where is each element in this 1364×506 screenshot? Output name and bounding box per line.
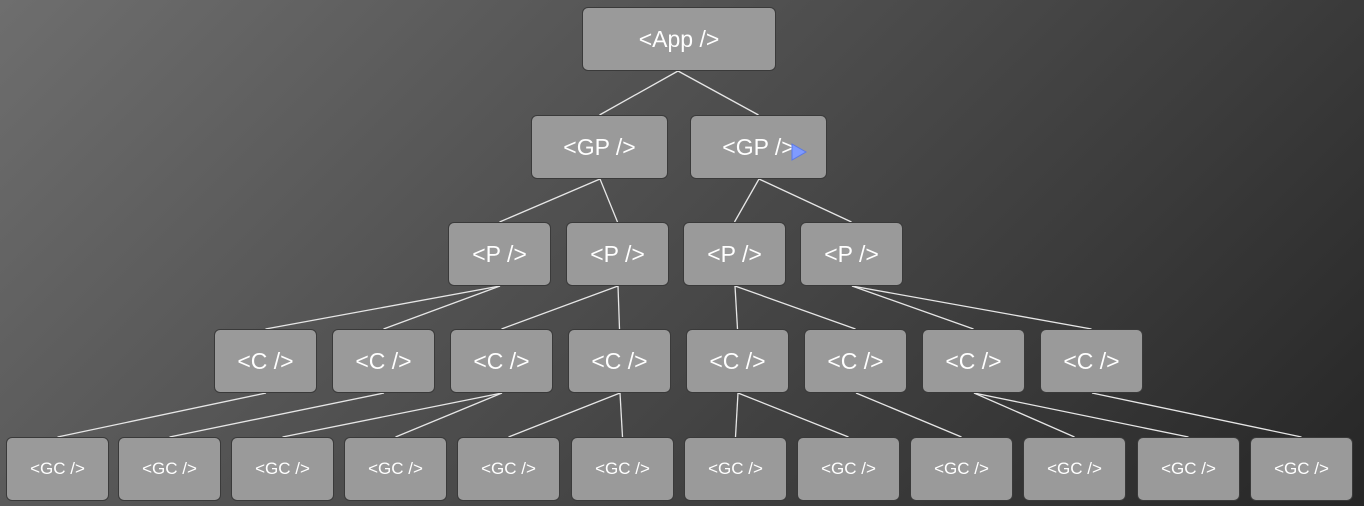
tree-edge-gp1-p2 <box>599 178 619 223</box>
tree-node-label: <C /> <box>237 347 294 374</box>
tree-node-gc8[interactable]: <GC /> <box>797 437 900 501</box>
tree-node-label: <GP /> <box>722 133 795 160</box>
tree-edge-p3-c6 <box>734 285 856 330</box>
tree-edge-p4-c7 <box>851 285 974 330</box>
tree-edge-gp1-p1 <box>499 178 601 223</box>
tree-node-c3[interactable]: <C /> <box>450 329 553 393</box>
tree-node-label: <GC /> <box>934 459 989 478</box>
tree-node-label: <GC /> <box>1047 459 1102 478</box>
tree-node-label: <GC /> <box>481 459 536 478</box>
tree-edge-c6-gc9 <box>855 392 962 438</box>
tree-node-p1[interactable]: <P /> <box>448 222 551 286</box>
tree-node-label: <App /> <box>638 25 720 52</box>
tree-node-gc5[interactable]: <GC /> <box>457 437 560 501</box>
tree-node-label: <C /> <box>1063 347 1120 374</box>
tree-node-label: <GC /> <box>1274 459 1329 478</box>
tree-node-label: <P /> <box>472 240 527 267</box>
tree-node-label: <C /> <box>591 347 648 374</box>
tree-node-c2[interactable]: <C /> <box>332 329 435 393</box>
tree-node-p2[interactable]: <P /> <box>566 222 669 286</box>
tree-edge-c7-gc11 <box>973 392 1189 438</box>
tree-edge-c4-gc6 <box>619 392 624 438</box>
tree-node-gp2[interactable]: <GP /> <box>690 115 827 179</box>
tree-edge-p3-c5 <box>734 285 739 330</box>
tree-node-gc4[interactable]: <GC /> <box>344 437 447 501</box>
tree-node-label: <C /> <box>945 347 1002 374</box>
tree-node-label: <P /> <box>824 240 879 267</box>
tree-node-label: <GC /> <box>708 459 763 478</box>
tree-edge-c1-gc1 <box>57 392 267 438</box>
tree-node-label: <P /> <box>707 240 762 267</box>
tree-node-c5[interactable]: <C /> <box>686 329 789 393</box>
tree-edge-gp2-p3 <box>733 178 760 223</box>
tree-node-label: <GC /> <box>142 459 197 478</box>
tree-edge-c3-gc4 <box>395 392 503 438</box>
tree-edge-c2-gc2 <box>169 392 385 438</box>
tree-node-c4[interactable]: <C /> <box>568 329 671 393</box>
tree-node-gc9[interactable]: <GC /> <box>910 437 1013 501</box>
tree-node-label: <GC /> <box>1161 459 1216 478</box>
tree-edge-p2-c4 <box>617 285 621 330</box>
tree-node-gc10[interactable]: <GC /> <box>1023 437 1126 501</box>
tree-node-p3[interactable]: <P /> <box>683 222 786 286</box>
tree-node-label: <GC /> <box>255 459 310 478</box>
tree-edge-p1-c2 <box>383 285 501 330</box>
tree-node-label: <GC /> <box>595 459 650 478</box>
tree-edge-app-gp2 <box>677 70 759 116</box>
tree-edge-c4-gc5 <box>508 392 621 438</box>
tree-node-gc6[interactable]: <GC /> <box>571 437 674 501</box>
tree-edge-p2-c3 <box>501 285 619 330</box>
tree-node-gc1[interactable]: <GC /> <box>6 437 109 501</box>
tree-node-gc3[interactable]: <GC /> <box>231 437 334 501</box>
tree-node-c1[interactable]: <C /> <box>214 329 317 393</box>
tree-node-label: <C /> <box>827 347 884 374</box>
tree-node-label: <GC /> <box>30 459 85 478</box>
tree-node-label: <C /> <box>709 347 766 374</box>
tree-node-gc7[interactable]: <GC /> <box>684 437 787 501</box>
tree-edge-c3-gc3 <box>282 392 503 438</box>
tree-edge-c8-gc12 <box>1091 392 1302 438</box>
tree-node-label: <GP /> <box>563 133 636 160</box>
tree-node-c6[interactable]: <C /> <box>804 329 907 393</box>
tree-node-c8[interactable]: <C /> <box>1040 329 1143 393</box>
tree-edge-p4-c8 <box>851 285 1092 330</box>
tree-node-gc12[interactable]: <GC /> <box>1250 437 1353 501</box>
tree-edge-c5-gc8 <box>737 392 849 438</box>
tree-node-label: <C /> <box>473 347 530 374</box>
tree-node-gc2[interactable]: <GC /> <box>118 437 221 501</box>
tree-edge-c5-gc7 <box>734 392 739 438</box>
tree-node-gp1[interactable]: <GP /> <box>531 115 668 179</box>
tree-node-c7[interactable]: <C /> <box>922 329 1025 393</box>
tree-node-label: <GC /> <box>821 459 876 478</box>
tree-node-label: <C /> <box>355 347 412 374</box>
tree-node-label: <GC /> <box>368 459 423 478</box>
tree-edge-p1-c1 <box>265 285 501 330</box>
tree-node-app[interactable]: <App /> <box>582 7 776 71</box>
tree-edge-app-gp1 <box>599 70 679 116</box>
tree-node-gc11[interactable]: <GC /> <box>1137 437 1240 501</box>
tree-edge-gp2-p4 <box>758 178 852 223</box>
tree-edge-c7-gc10 <box>973 392 1075 438</box>
tree-node-p4[interactable]: <P /> <box>800 222 903 286</box>
tree-node-label: <P /> <box>590 240 645 267</box>
